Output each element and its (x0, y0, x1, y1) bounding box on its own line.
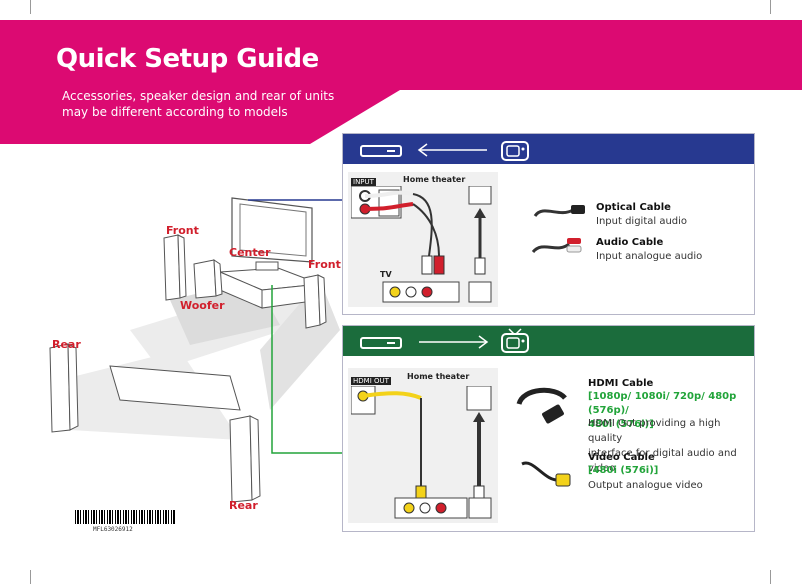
barcode-number: MFL63026912 (93, 526, 133, 533)
audio-connection-panel: INPUT Home theater TV Optical Cable Inpu… (342, 133, 755, 315)
audio-panel-header (343, 134, 754, 164)
woofer-label: Woofer (180, 299, 225, 312)
video-connection-panel: HDMI OUT Home theater HDMI Cable [1080p/… (342, 325, 755, 532)
arrow-left-icon (417, 143, 487, 157)
tv-label: TV (380, 270, 392, 279)
crop-mark (30, 0, 31, 14)
hdmi-cable-desc: HDMI Out providing a high quality interf… (588, 418, 737, 474)
video-cable-title: Video Cable (588, 452, 655, 463)
video-panel-header (343, 326, 754, 356)
tv-icon (501, 141, 529, 161)
crop-mark (770, 570, 771, 584)
hdmi-resolutions: [1080p/ 1080i/ 720p/ 480p (576p)/ 480i (… (588, 391, 737, 430)
hdmi-cable-title: HDMI Cable (588, 378, 654, 389)
video-resolutions: [480i (576i)] (588, 465, 659, 476)
tv-icon (501, 328, 529, 353)
crop-mark (770, 0, 771, 14)
audio-cable-desc: Input analogue audio (596, 251, 703, 262)
page-subtitle: Accessories, speaker design and rear of … (62, 89, 335, 119)
front-right-label: Front (308, 258, 341, 271)
tv-device-icon (360, 145, 402, 157)
optical-cable-title: Optical Cable (596, 202, 671, 213)
speaker-layout-illustration (49, 197, 340, 503)
audio-cable-title: Audio Cable (596, 237, 664, 248)
rear-right-label: Rear (229, 499, 258, 512)
home-theater-label: Home theater (407, 372, 470, 381)
page-title: Quick Setup Guide (56, 44, 319, 74)
video-cable-desc: Output analogue video (588, 480, 703, 491)
crop-mark (30, 570, 31, 584)
audio-wiring-diagram (351, 186, 492, 303)
optical-cable-icon (533, 205, 585, 218)
barcode (75, 510, 175, 524)
optical-cable-desc: Input digital audio (596, 216, 688, 227)
arrow-right-icon (419, 335, 489, 349)
rear-left-label: Rear (52, 338, 81, 351)
hdmi-out-label: HDMI OUT (351, 377, 391, 385)
tv-device-icon (360, 337, 402, 349)
hdmi-cable-icon (516, 387, 567, 424)
video-cable-icon (521, 461, 571, 487)
center-label: Center (229, 246, 271, 259)
input-label: INPUT (351, 178, 376, 186)
home-theater-label: Home theater (403, 175, 466, 184)
front-left-label: Front (166, 224, 199, 237)
video-wiring-diagram (351, 386, 492, 519)
audio-cable-icon (531, 238, 582, 254)
header-banner (0, 20, 802, 144)
